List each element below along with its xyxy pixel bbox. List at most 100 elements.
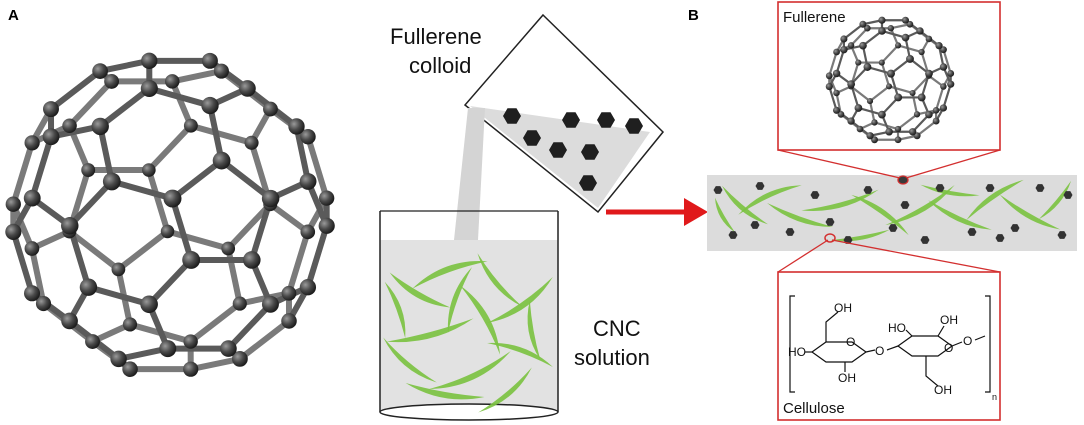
small-fullerene-atom [939, 104, 948, 112]
big-fullerene-atom [92, 63, 108, 79]
strip-particle [985, 184, 995, 192]
big-fullerene-bond [10, 228, 36, 297]
small-fullerene-atom [935, 42, 943, 50]
big-fullerene-atom [159, 340, 177, 358]
big-fullerene-atom [183, 118, 198, 133]
small-fullerene-bond [842, 23, 865, 41]
chem-o-ring1: O [846, 335, 855, 349]
small-fullerene-bond [911, 113, 931, 133]
strip-particle [1010, 224, 1020, 232]
cnc-fiber [405, 383, 485, 400]
big-fullerene-atom [5, 223, 22, 240]
big-fullerene-atom [122, 361, 138, 377]
big-fullerene-bond [97, 85, 153, 130]
big-fullerene-atom [231, 350, 248, 367]
cnc-solution-label-line2: solution [574, 345, 650, 370]
big-fullerene-bond [146, 85, 214, 109]
small-fullerene-bond [915, 119, 938, 137]
big-fullerene-atom [213, 63, 229, 79]
small-fullerene-bond [835, 48, 846, 75]
small-fullerene-bond [911, 74, 930, 95]
chem-o-out: O [963, 334, 972, 348]
big-fullerene-atom [182, 251, 201, 269]
small-fullerene-atom [878, 59, 885, 66]
strip-particle [900, 201, 910, 209]
big-fullerene-atom [163, 189, 182, 208]
small-fullerene-bond [861, 29, 884, 47]
big-fullerene-bond [10, 139, 36, 208]
cellulose-highlight [824, 233, 836, 243]
big-fullerene-atom [140, 79, 158, 98]
small-fullerene-atom [885, 127, 893, 136]
big-fullerene-atom [142, 163, 156, 177]
small-fullerene-atom [840, 45, 848, 54]
small-fullerene-bond [934, 85, 945, 112]
small-fullerene-bond [849, 27, 869, 47]
small-fullerene-atom [832, 69, 841, 78]
big-fullerene-bond [28, 245, 47, 307]
big-fullerene-atom [24, 135, 40, 151]
panel-a-label: A [8, 7, 19, 24]
colloid-particle [581, 144, 599, 160]
strip-particle [728, 231, 738, 239]
big-fullerene-bond [66, 178, 115, 229]
small-fullerene-bond [835, 91, 843, 116]
small-fullerene-atom [932, 107, 940, 114]
small-fullerene-atom [917, 93, 926, 102]
big-fullerene-atom [288, 118, 305, 135]
panel-b-label: B [688, 7, 699, 24]
big-fullerene-bond [236, 317, 293, 362]
small-fullerene-bond [896, 113, 919, 131]
cnc-fiber [447, 267, 472, 333]
strip-fiber [920, 184, 980, 197]
big-fullerene-bond [304, 222, 330, 291]
big-fullerene-atom [81, 163, 96, 177]
small-fullerene-atom [859, 41, 867, 50]
cnc-fiber [412, 261, 488, 289]
small-fullerene-bond [942, 83, 952, 110]
big-fullerene-bond [66, 78, 115, 129]
big-fullerene-bond [169, 195, 195, 263]
big-fullerene-atom [281, 313, 297, 329]
small-fullerene-atom [832, 106, 841, 114]
chem-oh-4: OH [934, 383, 952, 397]
chem-oh-1: OH [834, 301, 852, 315]
big-fullerene-atom [318, 190, 335, 206]
big-fullerene-bond [85, 284, 153, 308]
big-fullerene-atom [183, 361, 199, 377]
strip-particle [713, 186, 723, 194]
small-fullerene-atom [940, 83, 947, 90]
big-fullerene-atom [263, 101, 278, 117]
big-fullerene-bond [187, 355, 243, 373]
colloid-particle [579, 175, 597, 191]
big-fullerene-atom [61, 217, 79, 235]
cnc-fiber [386, 318, 474, 343]
big-fullerene-atom [122, 317, 138, 332]
big-fullerene-atom [24, 241, 40, 256]
colloid-particle [549, 142, 567, 158]
composite-strip [707, 175, 1077, 251]
colloid-particle [597, 112, 615, 128]
big-fullerene-bond [29, 133, 55, 202]
strip-particle [755, 182, 765, 190]
chem-o-link: O [875, 344, 884, 358]
big-fullerene-atom [160, 224, 175, 239]
big-fullerene-bond [145, 167, 171, 235]
small-fullerene-atom [878, 110, 886, 119]
big-fullerene-atom [35, 295, 52, 312]
colloid-particle [523, 130, 541, 146]
strip-fullerene-particles [713, 182, 1073, 244]
big-fullerene-atom [110, 350, 127, 368]
small-fullerene-atom [909, 89, 916, 97]
big-fullerene-atom [244, 135, 259, 150]
big-fullerene-bond [187, 122, 255, 146]
big-fullerene-bond [47, 68, 104, 113]
small-fullerene-bond [828, 85, 838, 112]
big-fullerene-bond [164, 228, 232, 252]
strip-particle [1057, 231, 1067, 239]
cnc-fiber [487, 342, 553, 367]
big-fullerene-atom [62, 118, 77, 133]
big-fullerene-atom [261, 295, 279, 313]
small-fullerene-atom [878, 16, 886, 24]
small-fullerene-bond [828, 50, 838, 77]
